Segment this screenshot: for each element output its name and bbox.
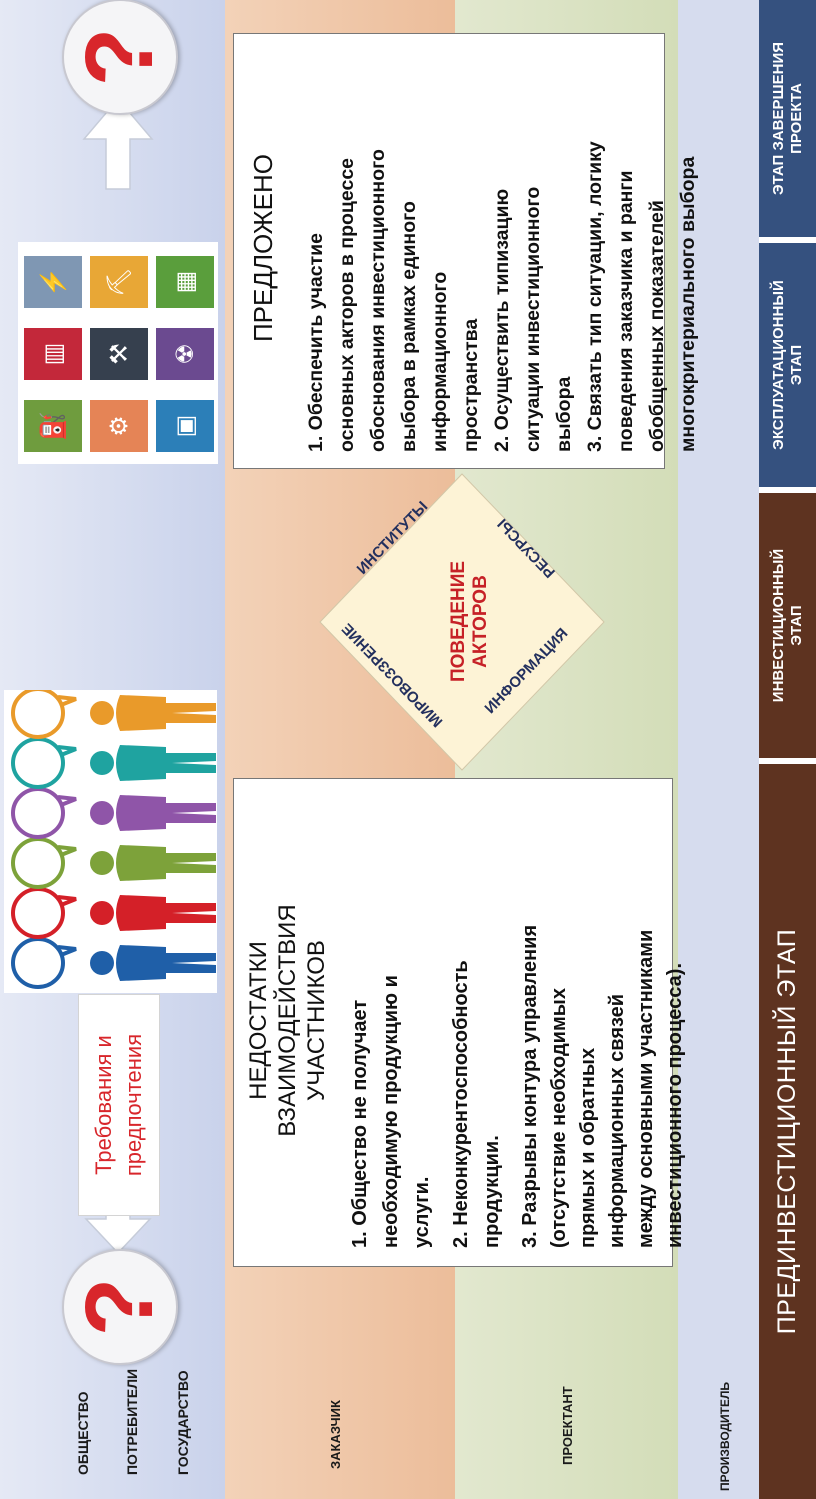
diamond-shape (319, 473, 605, 771)
radiation-icon: ☢ (156, 328, 214, 380)
person-figure (11, 937, 216, 989)
question-circle-left: ? (62, 1249, 178, 1365)
speech-bubble (11, 937, 65, 989)
stage-completion-label: ЭТАП ЗАВЕРШЕНИЯ ПРОЕКТА (769, 41, 805, 196)
shortcomings-item-3: 3. Разрывы контура управления (отсутстви… (519, 924, 686, 1248)
industry-tiles: ⛽ ▥ ⚡ ⚙ ⚒ ⛏ ▣ ☢ ▦ (18, 242, 218, 464)
tractor-icon: ⚙ (90, 400, 148, 452)
right-arrow-to-question (82, 97, 154, 190)
building-icon: ▦ (156, 256, 214, 308)
speech-bubble (11, 787, 65, 839)
proposed-body: 1. Обеспечить участие основных акторов в… (305, 141, 699, 452)
person-figure (11, 737, 216, 789)
person-figure (11, 787, 216, 839)
factory-icon: ▥ (24, 328, 82, 380)
stage-investment-label: ИНВЕСТИЦИОННЫЙ ЭТАП (769, 548, 805, 703)
people-illustration (4, 687, 217, 993)
shortcomings-box: НЕДОСТАТКИ ВЗАИМОДЕЙСТВИЯ УЧАСТНИКОВ 1. … (233, 778, 686, 1267)
oil-rig-icon: ⛽ (24, 400, 82, 452)
person-figure (11, 687, 216, 739)
actor-behavior-diamond (319, 473, 605, 771)
wheelbarrow-icon: ⛏ (90, 256, 148, 308)
stage-operation-label: ЭКСПЛУАТАЦИОННЫЙ ЭТАП (769, 280, 805, 450)
speech-bubble (11, 737, 65, 789)
tank-icon: ▣ (156, 400, 214, 452)
requirements-box: Требования и предпочтения (78, 994, 160, 1216)
requirements-text: Требования и предпочтения (91, 1033, 146, 1177)
speech-bubble (11, 687, 65, 739)
stage-investment: ИНВЕСТИЦИОННЫЙ ЭТАП (759, 493, 816, 758)
people-figures (11, 687, 216, 989)
stage-completion: ЭТАП ЗАВЕРШЕНИЯ ПРОЕКТА (759, 0, 816, 237)
label-producer: ПРОИЗВОДИТЕЛЬ (718, 1381, 732, 1491)
speech-bubble (11, 887, 65, 939)
label-customer: ЗАКАЗЧИК (328, 1400, 343, 1469)
person-figure (11, 887, 216, 939)
power-line-icon: ⚡ (24, 256, 82, 308)
label-designer: ПРОЕКТАНТ (560, 1386, 575, 1465)
shortcomings-item-2: 2. Неконкурентоспособность продукции. (450, 960, 503, 1248)
stage-operation: ЭКСПЛУАТАЦИОННЫЙ ЭТАП (759, 243, 816, 487)
stage-pre-investment-label: ПРЕДИНВЕСТИЦИОННЫЙ ЭТАП (773, 928, 801, 1335)
diamond-center-label: ПОВЕДЕНИЕ АКТОРОВ (448, 560, 491, 683)
person-figure (11, 837, 216, 889)
question-circle-right: ? (62, 0, 178, 115)
proposed-title: ПРЕДЛОЖЕНО (248, 153, 278, 343)
proposed-box: ПРЕДЛОЖЕНО 1. Обеспечить участие основны… (233, 33, 699, 469)
speech-bubble (11, 837, 65, 889)
shortcomings-title: НЕДОСТАТКИ ВЗАИМОДЕЙСТВИЯ УЧАСТНИКОВ (245, 904, 330, 1137)
shortcomings-item-1: 1. Общество не получает необходимую прод… (349, 975, 433, 1248)
stage-pre-investment: ПРЕДИНВЕСТИЦИОННЫЙ ЭТАП (759, 764, 816, 1499)
pumpjack-icon: ⚒ (90, 328, 148, 380)
